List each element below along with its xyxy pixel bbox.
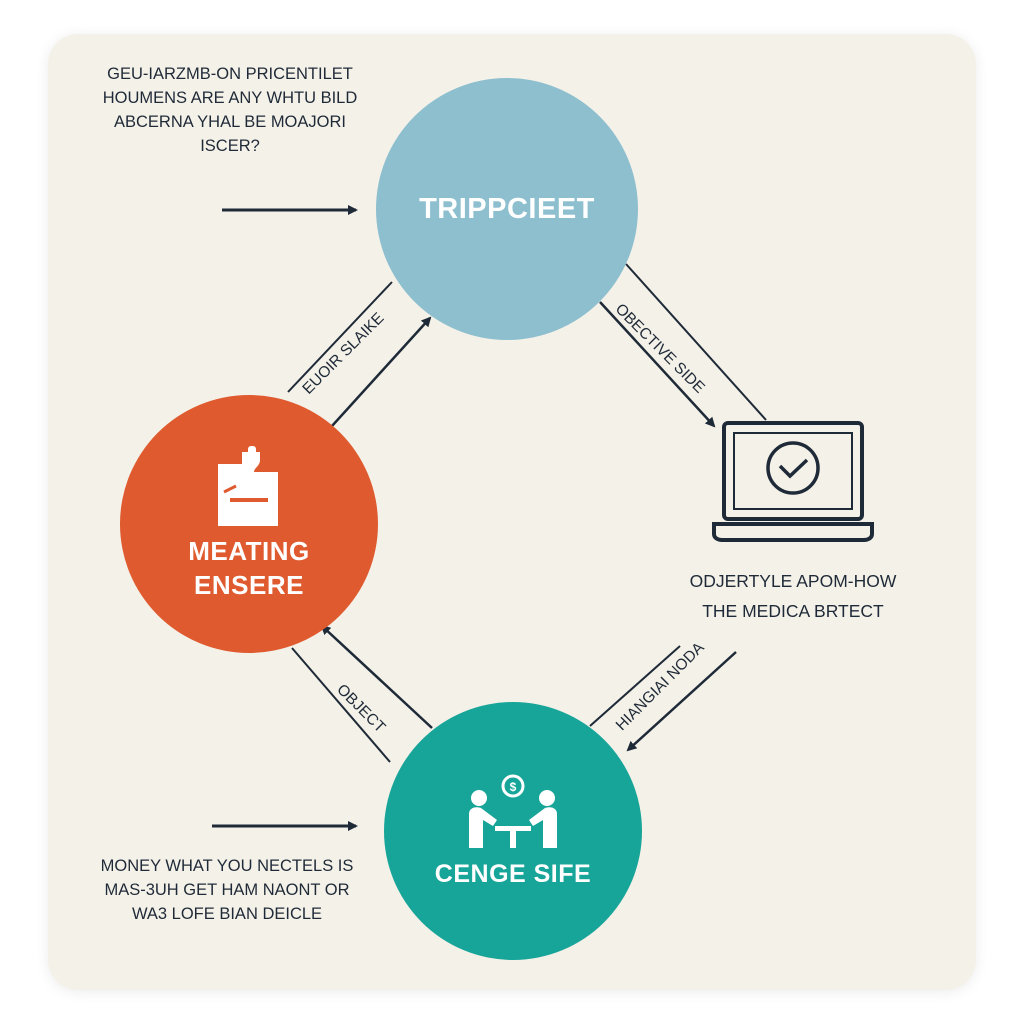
laptop-check-icon <box>712 421 874 542</box>
node-bottom: $ CENGE SIFE <box>384 702 642 960</box>
note-top-line: ISCER? <box>200 137 260 155</box>
node-left-label-line1: MEATING <box>188 536 310 566</box>
clipboard-icon <box>218 446 278 526</box>
note-bottom: MONEY WHAT YOU NECTELS IS MAS-3UH GET HA… <box>62 854 392 926</box>
arrow-laptop-to-bottom <box>626 651 737 752</box>
note-right-line: THE MEDICA BRTECT <box>702 601 884 621</box>
note-bottom-line: MAS-3UH GET HAM NAONT OR <box>104 881 350 899</box>
note-right: ODJERTYLE APOM-HOW THE MEDICA BRTECT <box>648 566 938 626</box>
note-top-line: GEU-IARZMB-ON PRICENTILET <box>107 65 353 83</box>
node-top-label: TRIPPCIEET <box>419 192 595 225</box>
arrow-bottom-to-left <box>320 624 433 729</box>
note-top-line: HOUMENS ARE ANY WHTU BILD <box>102 89 358 107</box>
arrow-left-to-top <box>331 316 432 427</box>
connector-bottom-left-a <box>291 647 391 763</box>
node-left: MEATING ENSERE <box>120 395 378 653</box>
note-bottom-line: WA3 LOFE BIAN DEICLE <box>131 905 323 923</box>
note-right-line: ODJERTYLE APOM-HOW <box>689 571 897 591</box>
connector-top-laptop-a <box>625 263 767 421</box>
arrow-top-to-laptop <box>599 301 716 428</box>
note-bottom-line: MONEY WHAT YOU NECTELS IS <box>100 857 354 875</box>
node-top: TRIPPCIEET <box>376 78 638 340</box>
connector-laptop-bottom-a <box>589 645 681 727</box>
node-bottom-label: CENGE SIFE <box>434 859 592 888</box>
note-top-line: ABCERNA YHAL BE MOAJORI <box>114 113 346 131</box>
meeting-people-icon: $ <box>469 774 557 848</box>
node-left-label-line2: ENSERE <box>194 570 304 600</box>
note-top: GEU-IARZMB-ON PRICENTILET HOUMENS ARE AN… <box>80 62 380 158</box>
connector-left-top-a <box>287 281 393 393</box>
svg-text:$: $ <box>510 780 517 794</box>
